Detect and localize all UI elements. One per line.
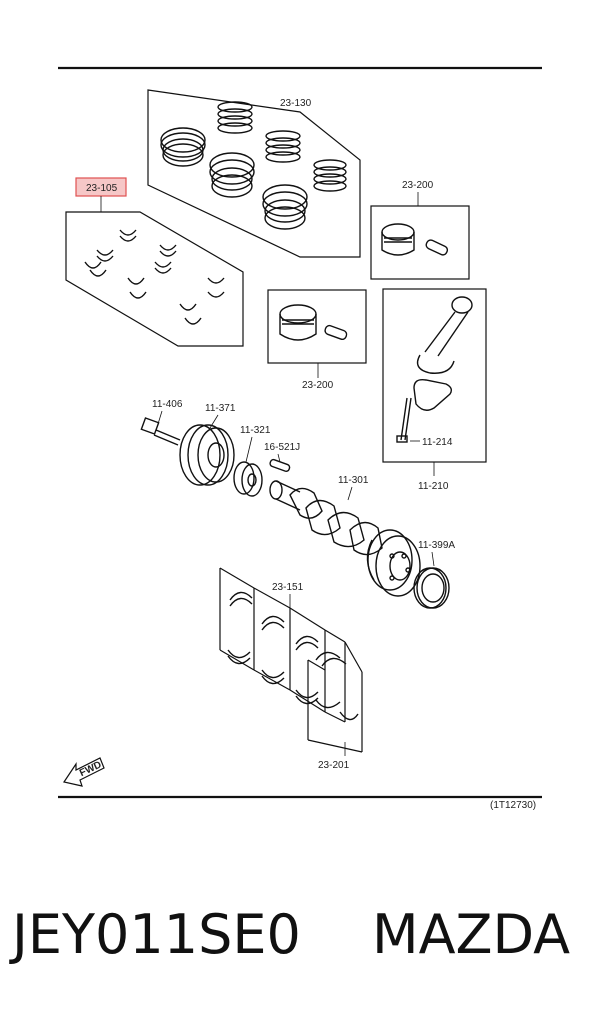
main-bearing-group: 23-151 23-201 <box>219 567 363 771</box>
brand-caption: MAZDA <box>372 903 571 966</box>
bolt-label: 11-406 <box>152 399 183 410</box>
main-bearing-lower-label: 23-201 <box>318 760 350 771</box>
key-label: 16-521J <box>264 442 300 453</box>
connecting-rod-label: 11-210 <box>418 481 449 492</box>
piston-rings-group: 23-130 <box>147 89 361 258</box>
connecting-rod-bearing-group: 23-105 <box>65 177 244 347</box>
part-number-caption: JEY011SE0 <box>12 903 301 966</box>
piston-rings-label: 23-130 <box>280 98 312 109</box>
fwd-arrow-icon: FWD <box>63 757 105 787</box>
crankshaft-group: 11-301 11-399A <box>269 475 455 609</box>
diagram-code: (1T12730) <box>490 800 536 811</box>
timing-gear-label: 11-321 <box>240 425 271 436</box>
main-bearing-upper-label: 23-151 <box>272 582 304 593</box>
fwd-label: FWD <box>78 759 103 779</box>
rod-bolt-label: 11-214 <box>422 437 453 448</box>
caption-row: JEY011SE0 MAZDA <box>0 895 600 975</box>
bearing-set-label: 23-105 <box>86 183 118 194</box>
piston-assy-bottom-group: 23-200 <box>267 289 367 391</box>
pulley-label: 11-371 <box>205 403 236 414</box>
crankshaft-label: 11-301 <box>338 475 369 486</box>
piston-assy-top-group: 23-200 <box>370 180 470 280</box>
connecting-rod-group: 11-214 11-210 <box>382 288 487 492</box>
oil-seal-label: 11-399A <box>418 540 455 551</box>
parts-diagram: 23-130 23-105 <box>58 66 542 811</box>
front-parts-group: 11-406 11-371 11-321 16-521J <box>140 399 300 497</box>
piston-assy-bottom-label: 23-200 <box>302 380 334 391</box>
piston-assy-top-label: 23-200 <box>402 180 434 191</box>
